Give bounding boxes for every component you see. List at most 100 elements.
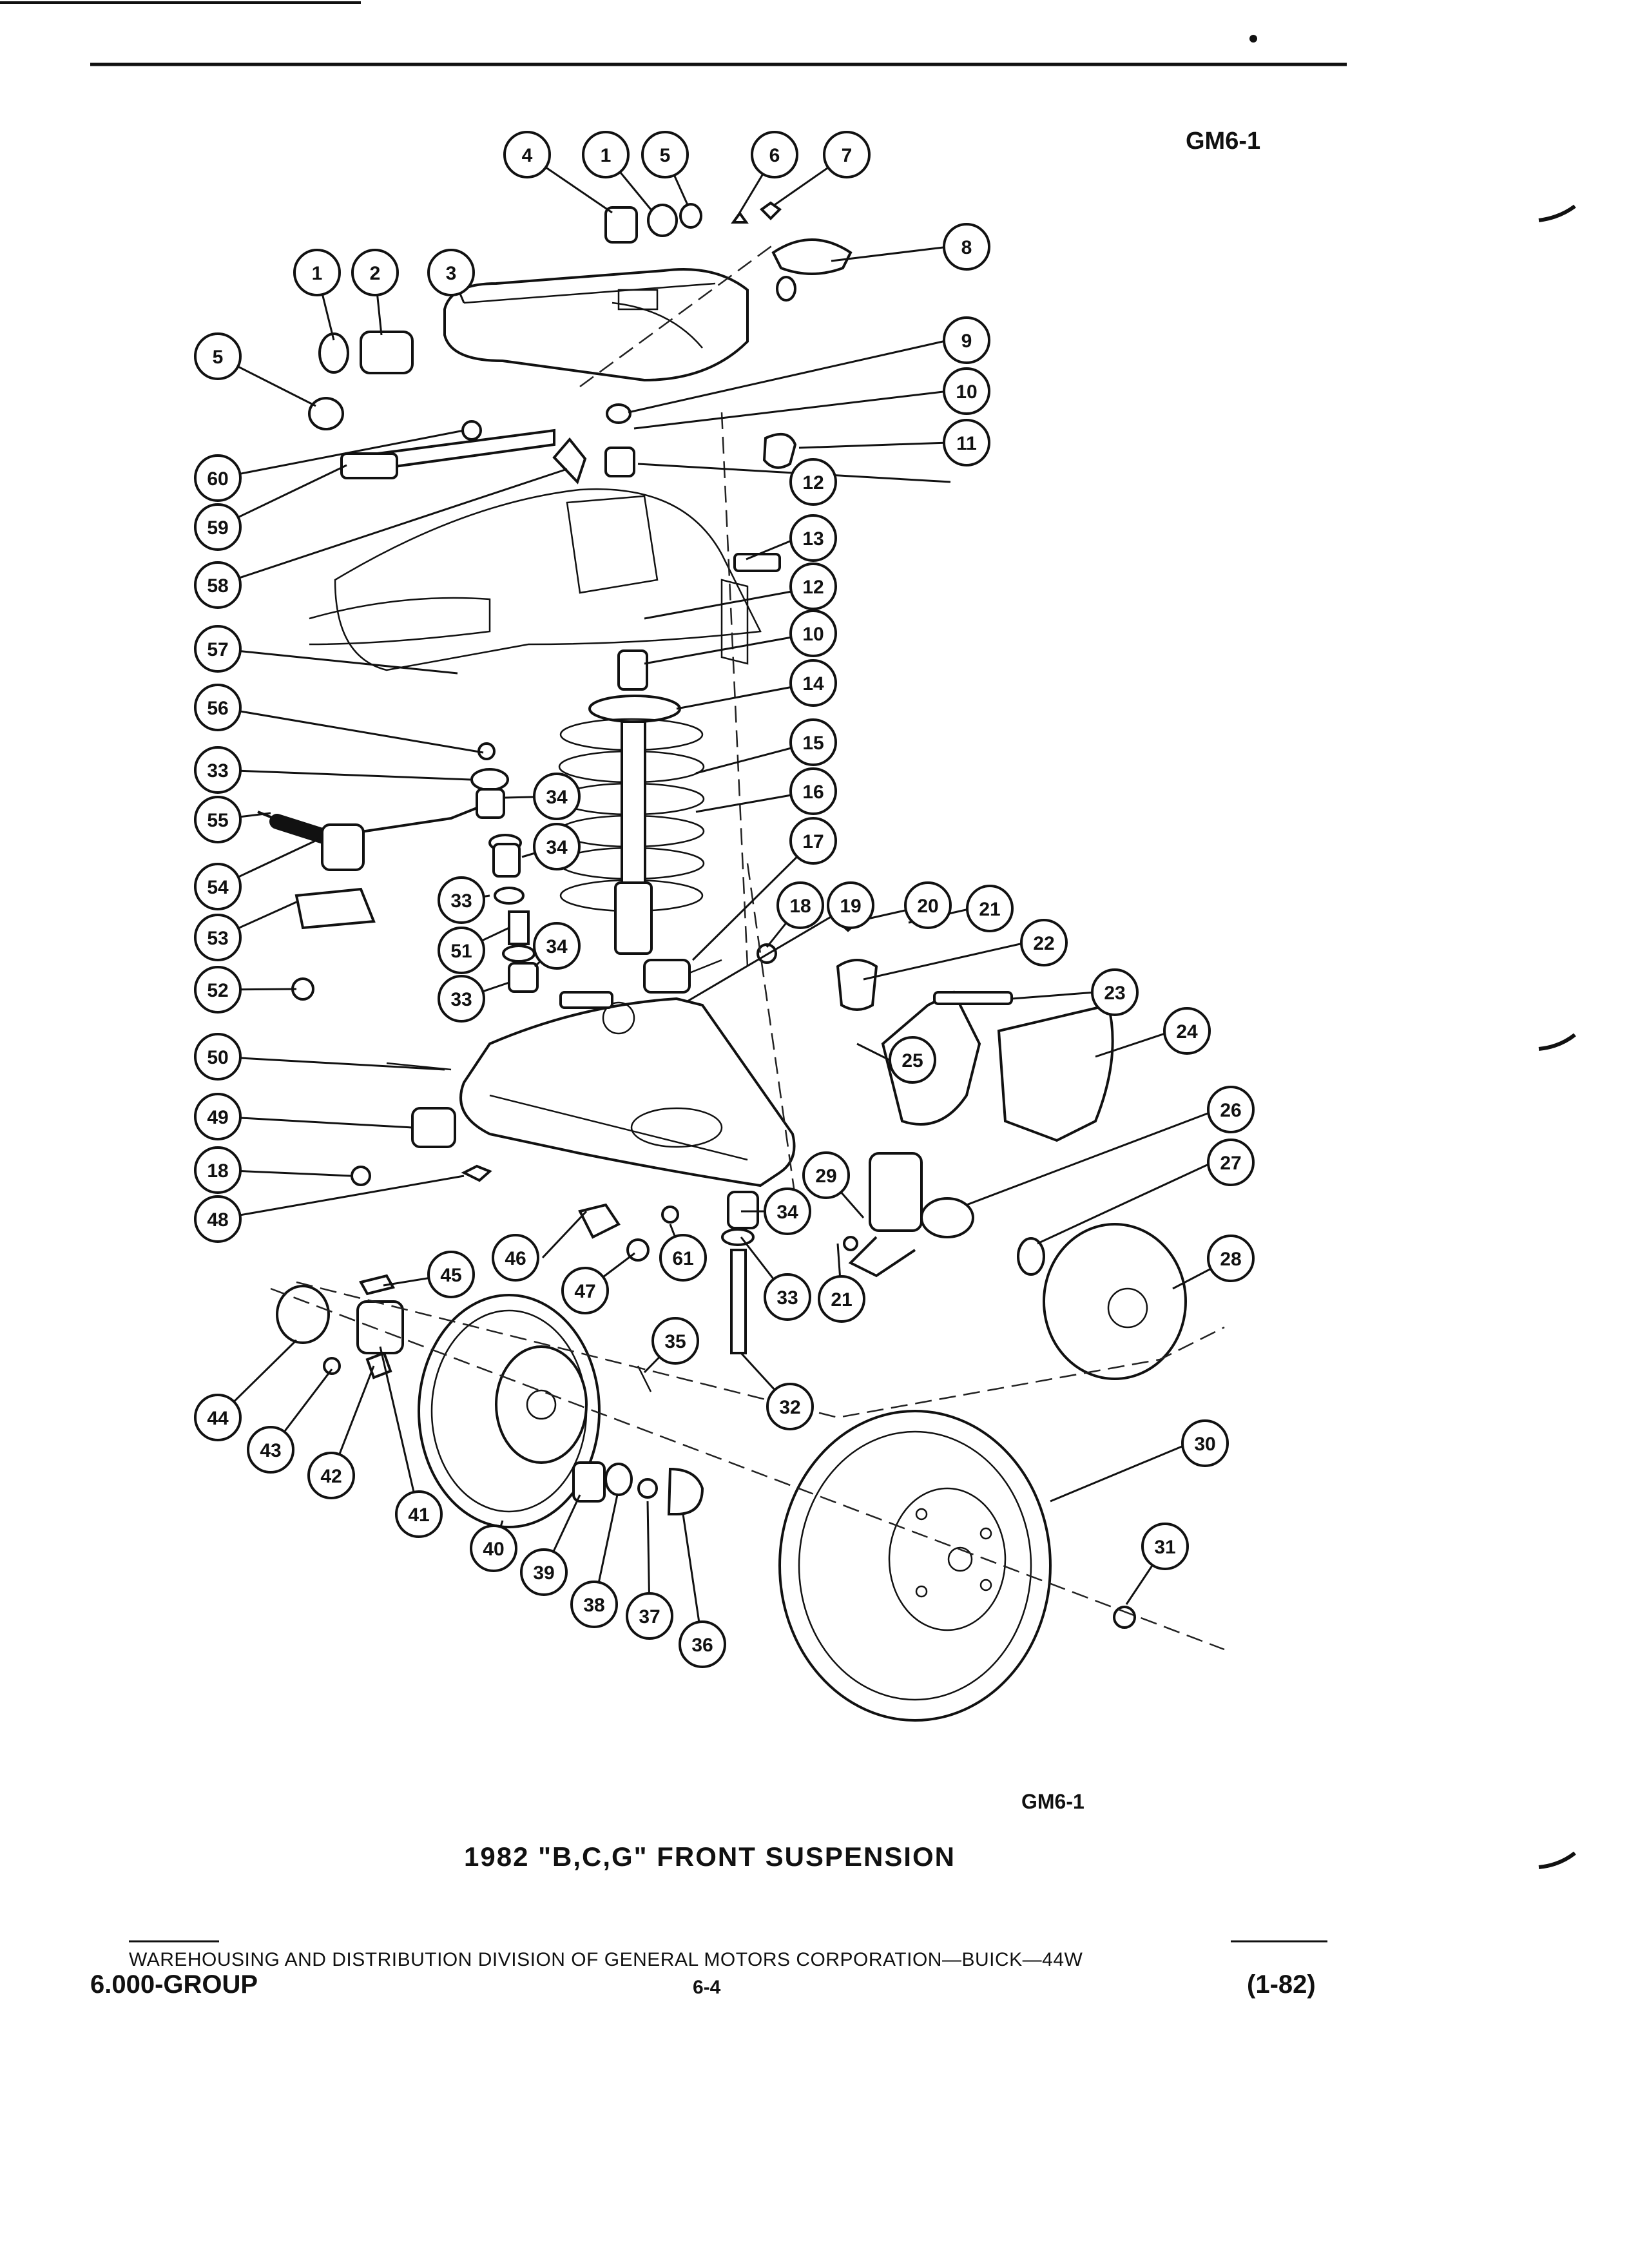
callout-number: 33 bbox=[450, 989, 472, 1010]
footer-division-line: WAREHOUSING AND DISTRIBUTION DIVISION OF… bbox=[129, 1949, 1083, 1970]
callout-number: 42 bbox=[320, 1466, 342, 1487]
callout-number: 46 bbox=[505, 1248, 526, 1269]
spring-shock-group bbox=[558, 649, 777, 994]
callout-number: 33 bbox=[207, 760, 228, 782]
stabilizer-link-bolt-part bbox=[730, 1249, 747, 1354]
callout-number: 18 bbox=[789, 896, 811, 917]
scan-mark bbox=[1538, 1033, 1576, 1051]
bracket-part bbox=[552, 437, 587, 485]
callout-number: 49 bbox=[207, 1107, 228, 1128]
left-nut-part bbox=[308, 397, 344, 430]
cotter-pin-part bbox=[637, 1365, 652, 1392]
callout-number: 6 bbox=[769, 145, 780, 166]
grease-seal-part bbox=[276, 1285, 330, 1344]
figure-id-top: GM6-1 bbox=[1186, 128, 1261, 155]
callout-number: 58 bbox=[207, 575, 228, 597]
callout-bubbles bbox=[194, 131, 1255, 1668]
scan-mark bbox=[1538, 1851, 1576, 1869]
callout-number: 13 bbox=[802, 528, 824, 550]
upper-control-arm-group bbox=[308, 201, 853, 485]
seal-part bbox=[1017, 1237, 1045, 1276]
callout-number: 52 bbox=[207, 980, 228, 1001]
callout-number: 18 bbox=[207, 1160, 228, 1182]
callout-number: 17 bbox=[802, 831, 824, 852]
callout-number: 33 bbox=[450, 890, 472, 912]
callout-number: 48 bbox=[207, 1209, 228, 1231]
shim-part bbox=[461, 1164, 492, 1182]
upper-nut-part bbox=[679, 203, 702, 229]
frame-group bbox=[309, 488, 781, 671]
callout-number: 60 bbox=[207, 468, 228, 490]
splash-shield-part bbox=[1043, 1223, 1187, 1380]
footer-group-number: 6.000-GROUP bbox=[90, 1970, 258, 1999]
callout-number: 41 bbox=[408, 1504, 429, 1526]
ball-joint-stud-part bbox=[776, 276, 796, 302]
frame-outline bbox=[334, 488, 762, 671]
washer-part bbox=[606, 403, 631, 424]
lower-bushing-part bbox=[411, 1107, 456, 1148]
callout-number: 8 bbox=[961, 237, 972, 258]
spindle-part bbox=[920, 1197, 974, 1238]
upper-ball-joint-part bbox=[771, 238, 853, 275]
callout-number: 11 bbox=[956, 433, 977, 454]
dust-cap-part bbox=[667, 1467, 704, 1515]
shock-absorber-part bbox=[621, 720, 646, 890]
scan-mark bbox=[1538, 204, 1576, 222]
strut-rod-nut-part bbox=[461, 420, 482, 441]
link-washer-part bbox=[470, 768, 509, 791]
spring-insulator-part bbox=[588, 695, 681, 723]
callout-number: 14 bbox=[802, 673, 824, 695]
link-grommet-part bbox=[492, 843, 521, 878]
small-washer-part bbox=[323, 1357, 341, 1375]
callout-number: 27 bbox=[1220, 1153, 1241, 1174]
callout-number: 40 bbox=[483, 1539, 504, 1560]
callout-number: 34 bbox=[546, 837, 568, 858]
callout-number: 53 bbox=[207, 928, 228, 949]
footer-date: (1-82) bbox=[1247, 1970, 1316, 1999]
bracket-part bbox=[578, 1203, 621, 1239]
lower-control-arm-part bbox=[459, 997, 796, 1187]
grommet-part bbox=[727, 1191, 759, 1229]
leader-lines bbox=[217, 153, 1231, 1645]
callout-number: 29 bbox=[815, 1166, 836, 1187]
callout-number: 22 bbox=[1033, 933, 1054, 954]
shock-bushing-part bbox=[643, 959, 691, 994]
stabilizer-bushing-part bbox=[321, 823, 365, 871]
wheel-part bbox=[778, 1410, 1052, 1722]
spring-bumper-part bbox=[617, 649, 648, 691]
callout-number: 57 bbox=[207, 639, 228, 660]
upper-control-arm-part bbox=[443, 268, 749, 382]
cotter-pin-part bbox=[843, 1236, 858, 1251]
link-washer-part bbox=[502, 945, 535, 963]
callout-number: 4 bbox=[522, 145, 533, 166]
callout-number: 45 bbox=[440, 1265, 461, 1286]
upper-washer-part bbox=[647, 204, 678, 237]
callout-number: 10 bbox=[956, 381, 977, 403]
strut-rod-bushing-part bbox=[340, 452, 398, 479]
callout-number: 31 bbox=[1154, 1537, 1175, 1558]
caliper-part bbox=[997, 1003, 1114, 1142]
lower-bolt-part bbox=[559, 991, 613, 1009]
callout-number: 10 bbox=[802, 624, 824, 645]
callout-number: 12 bbox=[802, 577, 824, 598]
callout-number: 26 bbox=[1220, 1100, 1241, 1121]
callout-number: 43 bbox=[260, 1440, 281, 1461]
callout-number: 34 bbox=[546, 787, 568, 808]
spindle-nut-part bbox=[637, 1478, 658, 1499]
callout-number: 28 bbox=[1220, 1249, 1241, 1270]
hub-part bbox=[495, 1345, 588, 1464]
washer-part bbox=[721, 1228, 755, 1246]
callout-number: 19 bbox=[840, 896, 861, 917]
bolt-part bbox=[733, 553, 781, 572]
rivet-part bbox=[759, 201, 782, 220]
callout-number: 47 bbox=[574, 1281, 595, 1302]
callout-number: 16 bbox=[802, 782, 824, 803]
scan-mark bbox=[1249, 35, 1257, 43]
callout-number: 5 bbox=[213, 347, 224, 368]
bumper-part bbox=[604, 447, 635, 477]
callout-number: 37 bbox=[639, 1606, 660, 1628]
caliper-bolt-part bbox=[933, 991, 1013, 1005]
wheel-group bbox=[778, 1410, 1136, 1722]
